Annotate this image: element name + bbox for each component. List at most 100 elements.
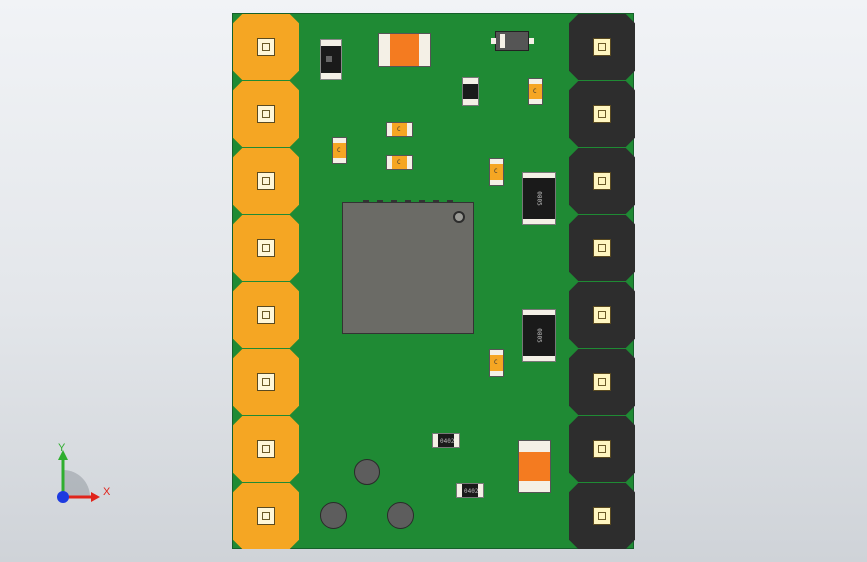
capacitor-small[interactable]: C [528, 78, 543, 105]
resistor-marking: 0402 [464, 488, 479, 495]
pin-hole [257, 239, 275, 257]
cap-label: C [494, 359, 498, 366]
cap-label: C [397, 126, 401, 133]
terminal [490, 350, 503, 355]
terminal [529, 99, 542, 104]
pin-hole [593, 105, 611, 123]
pcb-board[interactable]: C C C C C C 0805 0805 [232, 13, 635, 549]
resistor-large[interactable]: 0805 [522, 172, 556, 225]
left-pin-pad[interactable] [233, 148, 299, 214]
capacitor-large[interactable] [518, 440, 551, 493]
pin-hole [257, 373, 275, 391]
capacitor-small[interactable]: C [332, 137, 347, 164]
left-pin-pad[interactable] [233, 81, 299, 147]
terminal [333, 158, 346, 163]
mounting-hole[interactable] [387, 502, 414, 529]
left-pin-pad[interactable] [233, 215, 299, 281]
left-pin-pad[interactable] [233, 14, 299, 80]
transistor-package[interactable] [320, 39, 342, 80]
capacitor-large[interactable] [378, 33, 431, 67]
pin-hole [257, 306, 275, 324]
resistor-marking: 0805 [535, 191, 543, 206]
chip-pin [447, 200, 453, 203]
pin-hole [593, 239, 611, 257]
pin-hole [593, 306, 611, 324]
right-pin-pad[interactable] [569, 148, 635, 214]
terminal [523, 310, 555, 315]
right-pin-pad[interactable] [569, 349, 635, 415]
terminal [519, 441, 550, 452]
chip-pin [405, 200, 411, 203]
right-pin-pad[interactable] [569, 282, 635, 348]
pin-hole [593, 373, 611, 391]
pin-hole [257, 38, 275, 56]
resistor-marking: 0805 [535, 328, 543, 343]
diode[interactable] [491, 31, 534, 51]
chip-pin [391, 200, 397, 203]
terminal [419, 34, 430, 66]
terminal [519, 481, 550, 492]
pin-hole [593, 172, 611, 190]
terminal [523, 356, 555, 361]
terminal [457, 484, 462, 497]
terminal [478, 484, 483, 497]
resistor-large[interactable]: 0805 [522, 309, 556, 362]
chip-pin [363, 200, 369, 203]
right-pin-pad[interactable] [569, 215, 635, 281]
pin-hole [257, 172, 275, 190]
axis-triad-icon [57, 450, 100, 503]
left-pin-pad[interactable] [233, 416, 299, 482]
terminal [407, 123, 412, 136]
pin1-marker [453, 211, 465, 223]
capacitor-small[interactable]: C [386, 155, 413, 170]
capacitor-small[interactable]: C [386, 122, 413, 137]
terminal [463, 78, 478, 84]
terminal [490, 371, 503, 376]
terminal [491, 38, 496, 44]
chip-pin [377, 200, 383, 203]
chip-pin [419, 200, 425, 203]
terminal [333, 138, 346, 143]
capacitor-small[interactable]: C [489, 349, 504, 377]
right-pin-pad[interactable] [569, 14, 635, 80]
marking-dot [326, 56, 332, 62]
chip-pin [433, 200, 439, 203]
cap-label: C [494, 168, 498, 175]
terminal [433, 434, 438, 447]
terminal [529, 79, 542, 84]
terminal [321, 40, 341, 46]
left-pin-pad[interactable] [233, 483, 299, 549]
terminal [379, 34, 390, 66]
resistor-small[interactable]: 0402 [432, 433, 460, 448]
x-axis-label: X [103, 486, 111, 498]
right-pin-pad[interactable] [569, 416, 635, 482]
main-ic-chip[interactable] [342, 200, 474, 334]
right-pin-pad[interactable] [569, 483, 635, 549]
terminal [407, 156, 412, 169]
terminal [523, 173, 555, 178]
pin-hole [257, 507, 275, 525]
left-pin-pad[interactable] [233, 282, 299, 348]
mounting-hole[interactable] [354, 459, 380, 485]
terminal [463, 99, 478, 105]
capacitor-small[interactable]: C [489, 158, 504, 186]
right-pin-pad[interactable] [569, 81, 635, 147]
mounting-hole[interactable] [320, 502, 347, 529]
pin-hole [257, 105, 275, 123]
axis-triad: Y X [50, 440, 120, 510]
terminal [523, 219, 555, 224]
cathode-band [500, 34, 505, 48]
resistor-small[interactable] [462, 77, 479, 106]
pin-hole [257, 440, 275, 458]
resistor-small[interactable]: 0402 [456, 483, 484, 498]
cap-label: C [397, 159, 401, 166]
terminal [490, 159, 503, 164]
terminal [454, 434, 459, 447]
pin-hole [593, 38, 611, 56]
pin-hole [593, 440, 611, 458]
cap-label: C [533, 88, 537, 95]
terminal [387, 156, 392, 169]
left-pin-pad[interactable] [233, 349, 299, 415]
terminal [321, 73, 341, 79]
terminal [529, 38, 534, 44]
